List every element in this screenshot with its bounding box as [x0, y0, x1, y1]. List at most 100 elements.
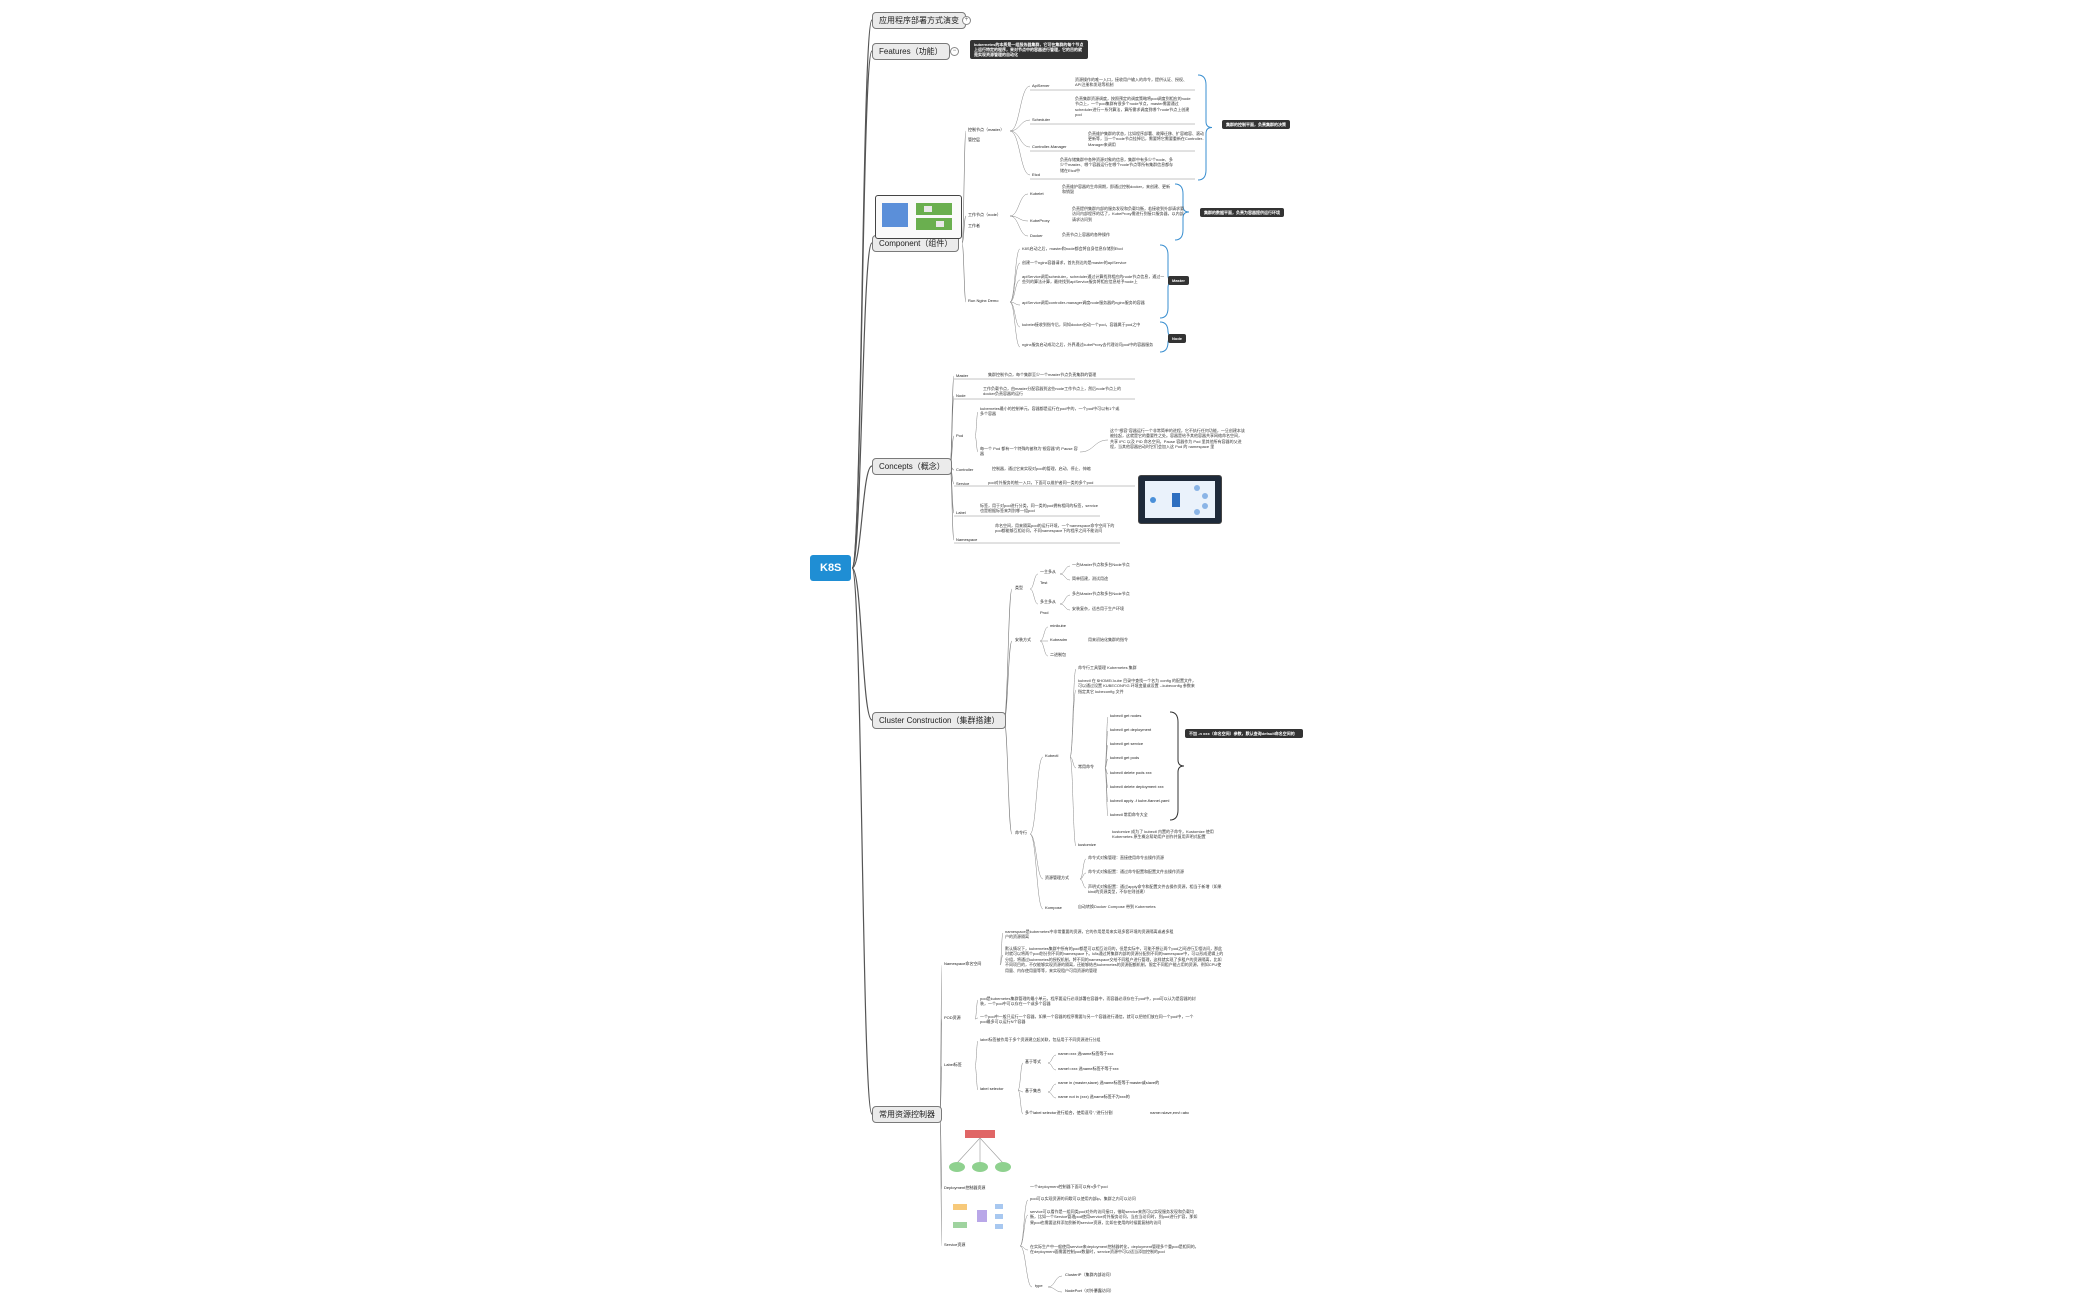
connector-line	[1079, 878, 1087, 889]
concept-pod-desc-1: kubernetes最小的控制单元，容器都是运行在pod中的，一个pod中可以有…	[980, 406, 1120, 417]
controller-label-desc: label标签被作用于多个资源建立起关联，包括用于不同资源进行分组	[980, 1037, 1101, 1042]
kubectl-common-commands: 常用命令	[1078, 764, 1094, 769]
cluster-one-item-1: 一台Master节点和多台Node节点	[1072, 562, 1130, 567]
master-control-plane-tag: 集群的控制平面，负责集群的决策	[1222, 120, 1290, 129]
service-item-2: service可以看作是一组同类pod对外的访问接口，借助service来然可以…	[1030, 1209, 1198, 1225]
component-scheduler: Scheduler	[1032, 117, 1051, 122]
connector-line	[1069, 668, 1077, 758]
connector-line	[1079, 439, 1109, 453]
service-item-3: 在实际生产中一般使用service来deployment控制器转化，deploy…	[1030, 1244, 1199, 1255]
service-resource-icon	[953, 1204, 1003, 1229]
concept-pod-desc-2: 每一个 Pod 都有一个特殊的被称为"根容器"的 Pause 容器	[980, 446, 1078, 457]
connector-line	[974, 1017, 979, 1020]
selector-set-based: 基于集合	[1025, 1088, 1041, 1093]
service-diagram-image	[1138, 475, 1222, 524]
selector-eq-item-2: name!=xxx 选name标签不等于xxx	[1058, 1066, 1119, 1071]
connector-line	[1019, 1245, 1033, 1288]
cluster-prod: Prod	[1040, 610, 1049, 615]
connector-line	[1019, 1199, 1029, 1247]
connector-line	[1069, 756, 1077, 769]
topic-controllers[interactable]: 常用资源控制器	[872, 1106, 942, 1123]
service-diagram-icon	[1145, 481, 1215, 518]
connector-line	[1009, 248, 1021, 303]
cluster-one-item-2: 简单搭建，测试用途	[1072, 576, 1108, 581]
connector-line	[1003, 588, 1013, 721]
cluster-one-master: 一主多从	[1040, 569, 1056, 574]
connector-line	[1104, 767, 1109, 817]
kubectl-cmd-5[interactable]: kubectl delete pods xxx	[1110, 770, 1152, 775]
controller-label-selector: label selector	[980, 1086, 1004, 1091]
kubectl-cmd-3[interactable]: kubectl get service	[1110, 741, 1144, 746]
connector-line	[1059, 565, 1071, 575]
node-badge: Node	[1168, 334, 1186, 343]
connector-line	[1017, 1062, 1024, 1091]
topic-features[interactable]: Features（功能）	[872, 43, 950, 60]
service-type-nodeport: NodePort（对外暴露访问）	[1065, 1288, 1114, 1293]
connector-line	[1003, 719, 1013, 835]
summary-brace	[1174, 183, 1190, 241]
root-node[interactable]: K8S	[810, 555, 852, 581]
connector-line	[974, 435, 979, 453]
kubectl-cmd-4[interactable]: kubectl get pods	[1110, 755, 1140, 760]
kubectl-item-2: kubectl 在 $HOME/.kube 目录中查找一个名为 config 的…	[1078, 678, 1197, 694]
kompose-desc: 自动转换Docker Compose 带到 Kubernetes	[1078, 904, 1156, 909]
component-nginx-demo: Run Nginx Demo	[968, 298, 999, 303]
service-item-1: pod可以实现资源的间歇可以使用内部ip，集群之内可以访问	[1030, 1196, 1136, 1201]
connector-line	[974, 411, 979, 437]
topic-cluster-construction[interactable]: Cluster Construction（集群搭建）	[872, 712, 1007, 729]
controller-pod-desc-1: pod是kubernetes集群管理的最小单元，程序要运行必须部署在容器中，而容…	[980, 996, 1196, 1007]
controller-ns-desc-1: namespace是kubernetes中非常重要的资源，它的作用是用来实现多套…	[1005, 929, 1174, 940]
component-docker: Docker	[1030, 233, 1043, 238]
concept-label-desc: 标签，用于对pod进行分类，同一类的pod拥有相同的标签，service也是根据…	[980, 503, 1099, 514]
cluster-kubectl: Kubectl	[1045, 753, 1059, 758]
connector-line	[1029, 833, 1044, 910]
cluster-type: 类型	[1015, 585, 1023, 590]
kubectl-cmd-2[interactable]: kubectl get deployment	[1110, 727, 1152, 732]
nginx-step-3: apiService调用scheduler，scheduler通过计算找到相应的…	[1022, 274, 1165, 285]
component-apiserver-desc: 资源操作的唯一入口，接收用户输入的命令，提供认证、授权、API注册和发现等机制	[1075, 77, 1187, 88]
service-type-clusterip: ClusterIP（集群内部访问）	[1065, 1272, 1114, 1277]
kubectl-cmd-7[interactable]: kubectl apply -f kube-flannel.yaml	[1110, 798, 1170, 803]
cluster-multi-item-1: 多台Master节点和多台Node节点	[1072, 591, 1130, 596]
service-resource-image	[945, 1198, 1010, 1238]
cluster-kubeadm: Kubeadm	[1050, 637, 1068, 642]
concept-master-desc: 集群控制节点，每个集群至少一个master节点负责集群的管理	[988, 372, 1097, 377]
connector-line	[999, 932, 1004, 966]
kubectl-cmd-6[interactable]: kubectl delete deployment xxx	[1110, 784, 1164, 789]
selector-set-item-1: name in (master,slave) 选name标签等于master或s…	[1058, 1080, 1160, 1085]
connector-line	[974, 1065, 979, 1091]
connector-line	[1009, 130, 1031, 148]
connector-line	[851, 465, 873, 569]
cluster-multi-item-2: 安装复杂，适合用于生产环境	[1072, 606, 1124, 611]
connector-line	[1009, 301, 1021, 348]
component-kubeproxy-desc: 负责提供集群内部的服务发现和负载均衡，若接收到外部请求要访问内部程序的话了，Ku…	[1072, 206, 1184, 222]
cluster-multi-master: 多主多从	[1040, 599, 1056, 604]
connector-line	[1009, 130, 1031, 176]
kubectl-cmd-8[interactable]: kubectl 常用命令大全	[1110, 812, 1148, 817]
collapse-icon[interactable]: −	[950, 47, 959, 56]
connector-line	[1009, 301, 1021, 306]
selector-set-item-2: name not in (xxx) 选name标签不为xxx的	[1058, 1094, 1130, 1099]
component-diagram-image	[875, 195, 962, 239]
topic-concepts[interactable]: Concepts（概念）	[872, 458, 952, 475]
kubectl-cmd-1[interactable]: kubectl get nodes	[1110, 713, 1142, 718]
connector-line	[1079, 872, 1087, 880]
connector-line	[1019, 1214, 1029, 1247]
concept-service: Service	[956, 481, 970, 486]
component-controller-manager: Controller-Manager	[1032, 144, 1067, 149]
connector-line	[974, 1040, 979, 1067]
nginx-step-2: 创建一个nginx容器请求，首先到达的是master的apiService	[1022, 260, 1127, 265]
expand-icon[interactable]: +	[962, 16, 971, 25]
summary-brace	[1169, 711, 1185, 821]
connector-line	[1047, 1091, 1057, 1099]
topic-deploy-evolution[interactable]: 应用程序部署方式演变	[872, 12, 966, 29]
connector-line	[1029, 756, 1044, 835]
cluster-kompose: Kompose	[1045, 905, 1062, 910]
cluster-kustomize: kustomize	[1078, 842, 1097, 847]
component-etcd: Etcd	[1032, 172, 1041, 177]
connector-line	[1039, 640, 1049, 657]
connector-line	[1079, 858, 1087, 880]
connector-line	[1017, 1089, 1024, 1115]
connector-line	[999, 954, 1004, 966]
